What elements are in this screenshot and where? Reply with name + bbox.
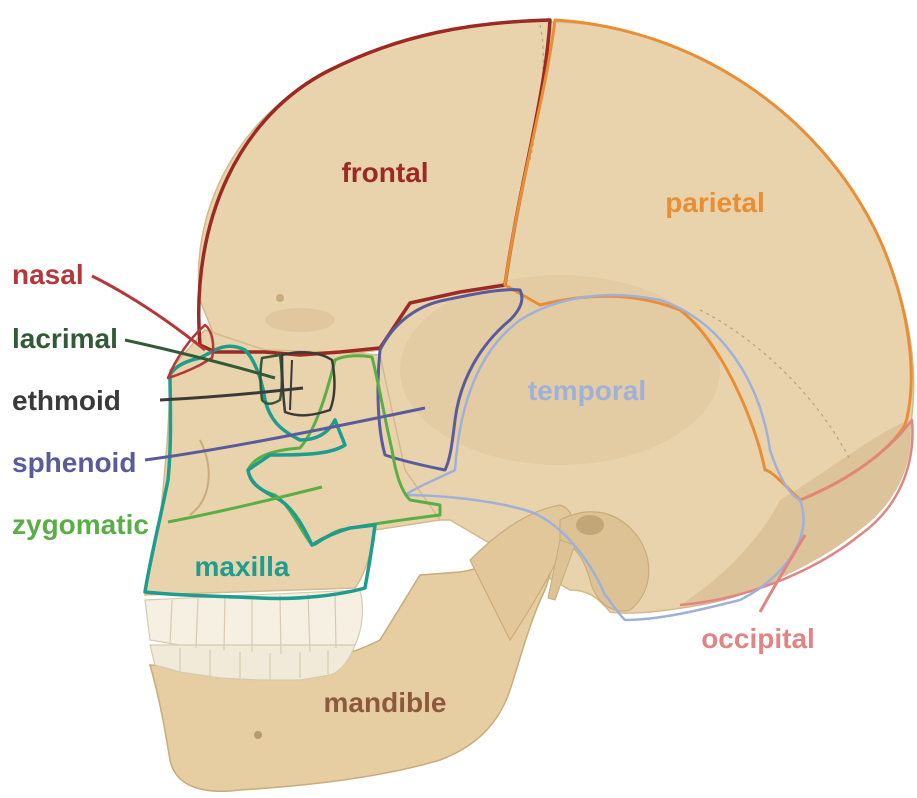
label-maxilla: maxilla (195, 551, 290, 582)
label-lacrimal: lacrimal (12, 323, 118, 354)
label-occipital: occipital (701, 623, 815, 654)
foramen-dot (276, 294, 284, 302)
label-temporal: temporal (528, 375, 646, 406)
label-frontal: frontal (341, 157, 428, 188)
label-mandible: mandible (324, 687, 447, 718)
label-zygomatic: zygomatic (12, 509, 149, 540)
label-sphenoid: sphenoid (12, 447, 136, 478)
teeth (145, 590, 362, 680)
mental-foramen-dot (254, 731, 262, 739)
label-nasal: nasal (12, 259, 84, 290)
ear-canal (576, 515, 604, 535)
label-parietal: parietal (665, 187, 765, 218)
brow-shade (265, 308, 335, 332)
label-ethmoid: ethmoid (12, 385, 121, 416)
